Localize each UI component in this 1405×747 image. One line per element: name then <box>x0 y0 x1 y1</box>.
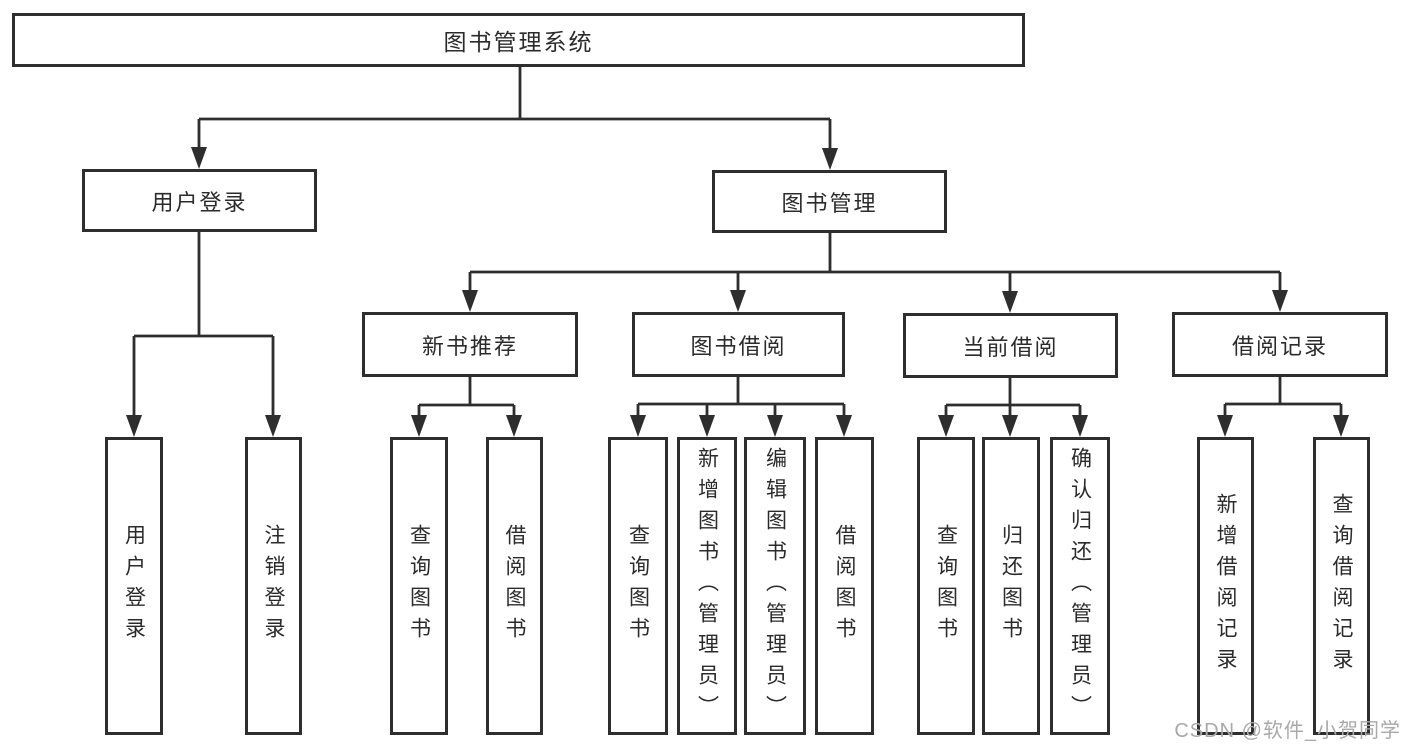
leaf-borrow-edit-books-admin: 编辑图书（管理员） <box>744 437 806 735</box>
node-borrowing-records: 借阅记录 <box>1172 312 1388 377</box>
node-current-borrowing: 当前借阅 <box>903 313 1118 378</box>
node-book-management: 图书管理 <box>712 170 947 233</box>
leaf-borrow-borrow-books: 借阅图书 <box>815 437 874 735</box>
leaf-rec-query-books: 查询图书 <box>390 437 448 735</box>
node-book-borrowing: 图书借阅 <box>632 312 845 377</box>
leaf-current-return-books: 归还图书 <box>982 437 1040 735</box>
leaf-rec-borrow-books: 借阅图书 <box>486 437 543 735</box>
leaf-logout: 注销登录 <box>245 437 302 735</box>
node-library-management-system: 图书管理系统 <box>12 13 1025 67</box>
leaf-add-borrow-record: 新增借阅记录 <box>1197 437 1254 735</box>
leaf-borrow-add-books-admin: 新增图书（管理员） <box>677 437 737 735</box>
leaf-borrow-query-books: 查询图书 <box>608 437 668 735</box>
leaf-current-query-books: 查询图书 <box>917 437 975 735</box>
csdn-watermark: CSDN @软件_小贺同学 <box>1174 720 1401 742</box>
node-user-login: 用户登录 <box>82 169 317 232</box>
node-new-book-recommendation: 新书推荐 <box>362 312 578 377</box>
leaf-current-confirm-return-admin: 确认归还（管理员） <box>1050 437 1110 735</box>
leaf-user-login: 用户登录 <box>105 437 163 735</box>
leaf-query-borrow-record: 查询借阅记录 <box>1313 437 1370 735</box>
